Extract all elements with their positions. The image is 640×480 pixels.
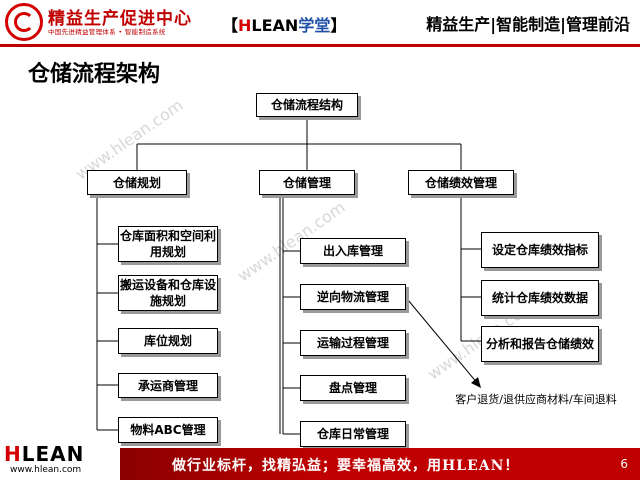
arrow-head-icon [471, 377, 481, 388]
leaf-node: 统计仓库绩效数据 [481, 280, 599, 316]
leaf-node: 仓库日常管理 [300, 421, 406, 447]
header-divider [0, 44, 640, 47]
footer-bar [120, 448, 640, 480]
footer-slogan: 做行业标杆，找精弘益；要幸福高效，用HLEAN！ [172, 458, 520, 474]
branch-node-planning: 仓储规划 [87, 170, 187, 195]
leaf-node: 盘点管理 [300, 375, 406, 401]
logo-subtitle: 中国先进精益管理体系 • 智能制造系统 [48, 28, 166, 36]
page-number: 6 [620, 457, 628, 471]
brand-bracket-close: 】 [330, 16, 347, 35]
logo-name: 精益生产促进中心 [48, 9, 192, 29]
arrow-line [407, 299, 479, 385]
reverse-logistics-note: 客户退货/退供应商材料/车间退料 [455, 393, 617, 406]
brand-h: H [238, 16, 252, 35]
leaf-node: 搬运设备和仓库设施规划 [118, 275, 218, 311]
root-node: 仓储流程结构 [256, 93, 358, 117]
footer-url: www.hlean.com [10, 465, 82, 475]
leaf-node: 运输过程管理 [300, 330, 406, 356]
leaf-node: 仓库面积和空间利用规划 [118, 226, 218, 262]
leaf-node: 分析和报告仓储绩效 [481, 326, 599, 362]
leaf-node: 库位规划 [118, 328, 218, 354]
branch-node-management: 仓储管理 [259, 170, 355, 195]
leaf-node: 物料ABC管理 [118, 417, 218, 443]
brand-lean: LEAN [251, 16, 299, 35]
leaf-node: 逆向物流管理 [300, 284, 406, 310]
brand-title: 【HLEAN学堂】 [222, 12, 346, 36]
header-tagline: 精益生产|智能制造|管理前沿 [426, 15, 630, 34]
footer-logo: HLEAN [4, 442, 84, 466]
footer-logo-h: H [4, 442, 22, 466]
page-title: 仓储流程架构 [28, 62, 161, 87]
brand-bracket-open: 【 [222, 16, 239, 35]
slide-header: 精益生产促进中心 中国先进精益管理体系 • 智能制造系统 【HLEAN学堂】 精… [0, 0, 640, 44]
branch-node-performance: 仓储绩效管理 [408, 170, 514, 195]
leaf-node: 出入库管理 [300, 238, 406, 264]
brand-xuetang: 学堂 [298, 16, 331, 35]
footer-logo-lean: LEAN [21, 442, 85, 466]
leaf-node: 设定仓库绩效指标 [481, 232, 599, 268]
leaf-node: 承运商管理 [118, 373, 218, 398]
company-logo-icon [5, 3, 43, 41]
